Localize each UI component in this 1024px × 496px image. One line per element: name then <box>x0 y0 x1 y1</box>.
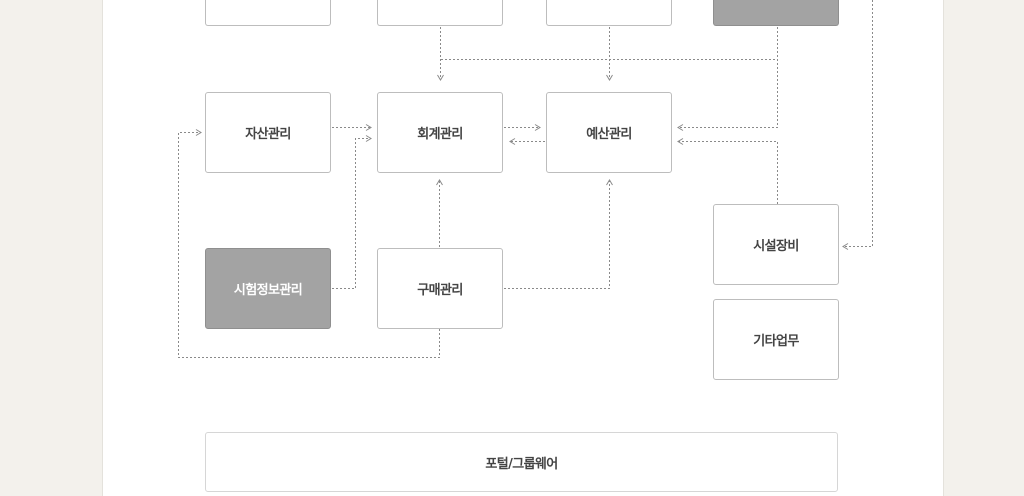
node-asset: 자산관리 <box>205 92 331 173</box>
node-other: 기타업무 <box>713 299 839 380</box>
node-label: 기타업무 <box>753 334 799 349</box>
node-label: 회계관리 <box>417 127 463 142</box>
top-box-3 <box>546 0 672 26</box>
connector <box>677 138 778 204</box>
node-portal: 포털/그룹웨어 <box>205 432 838 492</box>
node-accounting: 회계관리 <box>377 92 503 173</box>
top-box-1 <box>205 0 331 26</box>
node-facility: 시설장비 <box>713 204 839 285</box>
node-label: 포털/그룹웨어 <box>485 456 558 472</box>
connector <box>677 27 778 131</box>
node-label: 구매관리 <box>417 283 463 298</box>
node-label: 예산관리 <box>586 127 632 142</box>
top-box-4 <box>713 0 839 26</box>
node-budget: 예산관리 <box>546 92 672 173</box>
node-purchase: 구매관리 <box>377 248 503 329</box>
node-test-info: 시험정보관리 <box>205 248 331 329</box>
node-label: 시설장비 <box>753 239 799 254</box>
top-box-2 <box>377 0 503 26</box>
connector <box>178 129 440 358</box>
node-label: 자산관리 <box>245 127 291 142</box>
node-label: 시험정보관리 <box>233 283 303 298</box>
connector <box>332 135 372 289</box>
connector <box>842 0 873 250</box>
connector <box>504 179 613 289</box>
